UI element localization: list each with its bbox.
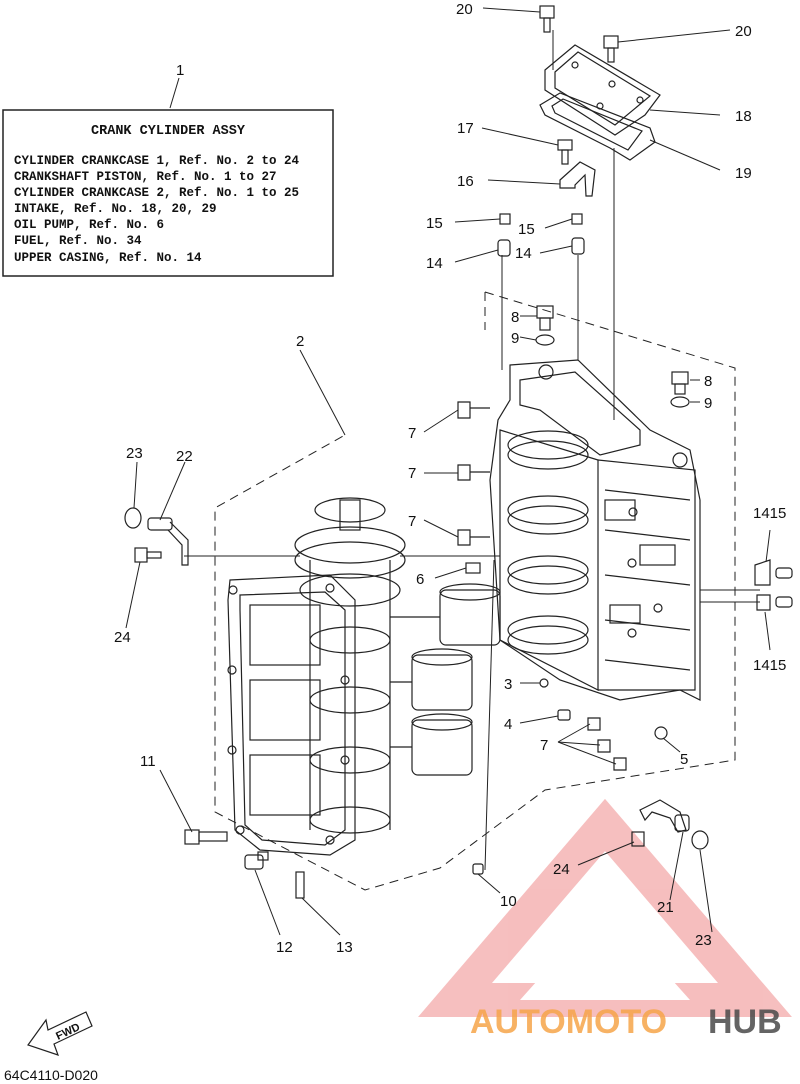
part-4 — [557, 709, 571, 721]
callout-14-a: 14 — [426, 255, 443, 272]
info-box-title: CRANK CYLINDER ASSY — [91, 124, 246, 139]
callout-18: 18 — [735, 108, 752, 125]
diagram-code: 64C4110-D020 — [4, 1067, 98, 1083]
fwd-arrow-icon: FWD — [27, 1011, 93, 1056]
info-line-3: CYLINDER CRANKCASE 2, Ref. No. 1 to 25 — [14, 186, 299, 200]
watermark-brand: AUTOMOTO HUB — [470, 1003, 782, 1041]
fittings-7 — [457, 401, 627, 771]
callout-8-a: 8 — [511, 309, 519, 326]
pistons — [390, 583, 501, 776]
callout-1: 1 — [176, 62, 184, 79]
callout-15-a: 15 — [426, 215, 443, 232]
callout-21: 21 — [657, 899, 674, 916]
intake-cover-18 — [544, 44, 661, 136]
assembly-outline — [214, 291, 736, 891]
plug-8-left — [536, 305, 554, 331]
leader-lines — [125, 7, 771, 936]
info-line-2: CRANKSHAFT PISTON, Ref. No. 1 to 27 — [14, 170, 277, 184]
washer-9-left — [535, 334, 555, 346]
callout-9-b: 9 — [704, 395, 712, 412]
clips-1415 — [754, 559, 793, 611]
watermark-text-part1: AUTOMOTO — [470, 1003, 667, 1041]
callout-9-a: 9 — [511, 330, 519, 347]
info-line-1: CYLINDER CRANKCASE 1, Ref. No. 2 to 24 — [14, 154, 300, 168]
callout-20-a: 20 — [456, 1, 473, 18]
bolt-17 — [557, 139, 573, 165]
info-line-6: FUEL, Ref. No. 34 — [14, 234, 142, 248]
callout-3: 3 — [504, 676, 512, 693]
watermark-text-part2: HUB — [708, 1003, 782, 1041]
callout-23-a: 23 — [126, 445, 143, 462]
bolt-15-right — [571, 213, 583, 225]
info-line-4: INTAKE, Ref. No. 18, 20, 29 — [14, 202, 217, 216]
hose-22 — [147, 517, 189, 566]
callout-4: 4 — [504, 716, 512, 733]
callout-11: 11 — [140, 753, 156, 770]
callout-23-b: 23 — [695, 932, 712, 949]
callout-7-a: 7 — [408, 425, 416, 442]
clip-14-left — [497, 239, 511, 257]
watermark-logo — [418, 798, 792, 1017]
gasket-19 — [539, 92, 656, 161]
bracket-16 — [559, 161, 596, 197]
callout-24-a: 24 — [114, 629, 131, 646]
callout-17: 17 — [457, 120, 474, 137]
plug-12 — [244, 851, 269, 870]
clip-14-right — [571, 237, 585, 255]
callouts: 1 2 3 4 5 6 7 7 7 7 8 8 9 9 10 11 12 13 … — [114, 1, 786, 956]
plug-8-right — [671, 371, 689, 395]
callout-7-d: 7 — [540, 737, 548, 754]
part-3 — [539, 678, 549, 688]
info-line-7: UPPER CASING, Ref. No. 14 — [14, 251, 202, 265]
callout-2: 2 — [296, 333, 304, 350]
callout-22: 22 — [176, 448, 193, 465]
stud-13 — [295, 871, 305, 899]
bolt-24-left — [134, 547, 162, 563]
nut-5 — [654, 726, 668, 740]
bolt-15-left — [499, 213, 511, 225]
bolt-20-left — [539, 5, 555, 33]
callout-1415-a: 1415 — [753, 505, 786, 522]
bolt-24-right — [631, 831, 645, 847]
callout-14-b: 14 — [515, 245, 532, 262]
info-box: CRANK CYLINDER ASSY CYLINDER CRANKCASE 1… — [2, 109, 334, 277]
callout-8-b: 8 — [704, 373, 712, 390]
callout-7-c: 7 — [408, 513, 416, 530]
callout-5: 5 — [680, 751, 688, 768]
bolt-11 — [184, 829, 228, 845]
part-10 — [472, 863, 484, 875]
hose-21 — [639, 799, 690, 833]
callout-24-b: 24 — [553, 861, 570, 878]
callout-12: 12 — [276, 939, 293, 956]
callout-15-b: 15 — [518, 221, 535, 238]
callout-19: 19 — [735, 165, 752, 182]
cap-23-left — [124, 507, 142, 529]
cap-23-right — [691, 830, 709, 850]
callout-20-b: 20 — [735, 23, 752, 40]
bolt-20-right — [603, 35, 619, 63]
part-6 — [465, 562, 481, 574]
callout-6: 6 — [416, 571, 424, 588]
callout-1415-b: 1415 — [753, 657, 786, 674]
callout-16: 16 — [457, 173, 474, 190]
crankcase-half-left — [227, 574, 356, 856]
washer-9-right — [670, 396, 690, 408]
info-line-5: OIL PUMP, Ref. No. 6 — [14, 218, 164, 232]
callout-10: 10 — [500, 893, 517, 910]
cylinder-crankcase-block — [489, 359, 701, 701]
callout-7-b: 7 — [408, 465, 416, 482]
guide-lines — [184, 30, 760, 871]
callout-13: 13 — [336, 939, 353, 956]
